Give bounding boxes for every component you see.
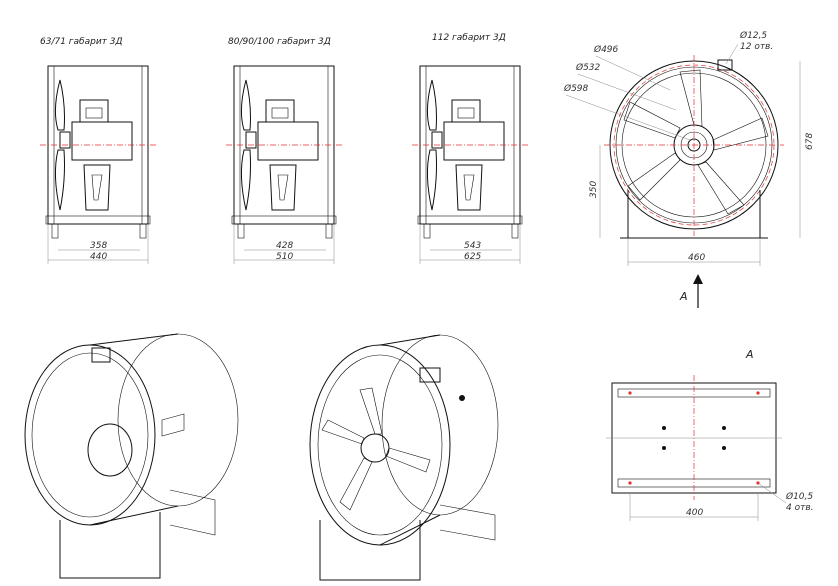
hole-dia-bottom: Ø10,5 [785, 491, 813, 502]
dia-598: Ø598 [563, 83, 589, 94]
isometric-view-left [24, 333, 239, 579]
dim-inner-80-100: 428 [276, 241, 293, 251]
motor-body [71, 121, 133, 161]
dim-outer-63-71: 440 [90, 252, 107, 262]
dia-532: Ø532 [575, 62, 601, 73]
side-view-112: 112 габарит 3Д 543 625 [412, 33, 528, 264]
dia-496: Ø496 [593, 44, 619, 55]
side-view-80-100: 80/90/100 габарит 3Д 428 510 [226, 37, 342, 264]
title-80-100: 80/90/100 габарит 3Д [228, 37, 331, 47]
height-678: 678 [805, 133, 815, 150]
hole-dia-top: Ø12,5 [739, 30, 767, 41]
view-arrow-label: A [679, 290, 688, 303]
title-112: 112 габарит 3Д [432, 33, 506, 43]
front-view: Ø496 Ø532 Ø598 Ø12,5 12 отв. 678 350 460… [563, 30, 815, 308]
width-400: 400 [686, 508, 703, 518]
hole-count-top: 12 отв. [740, 42, 773, 52]
bottom-view-title: A [745, 348, 754, 361]
motor-body [257, 121, 319, 161]
title-63-71: 63/71 габарит 3Д [40, 37, 123, 47]
dim-outer-80-100: 510 [276, 252, 293, 262]
dim-inner-63-71: 358 [90, 241, 107, 251]
motor-body [443, 121, 505, 161]
dim-inner-112: 543 [464, 241, 481, 251]
hole-count-bottom: 4 отв. [786, 503, 814, 513]
isometric-view-right [309, 334, 499, 581]
side-view-63-71: 63/71 габарит 3Д 358 440 [40, 37, 156, 264]
width-460: 460 [688, 253, 705, 263]
dim-outer-112: 625 [464, 252, 481, 262]
height-350: 350 [589, 181, 599, 198]
bottom-view-a: A 400 Ø10,5 4 отв. [606, 348, 814, 521]
